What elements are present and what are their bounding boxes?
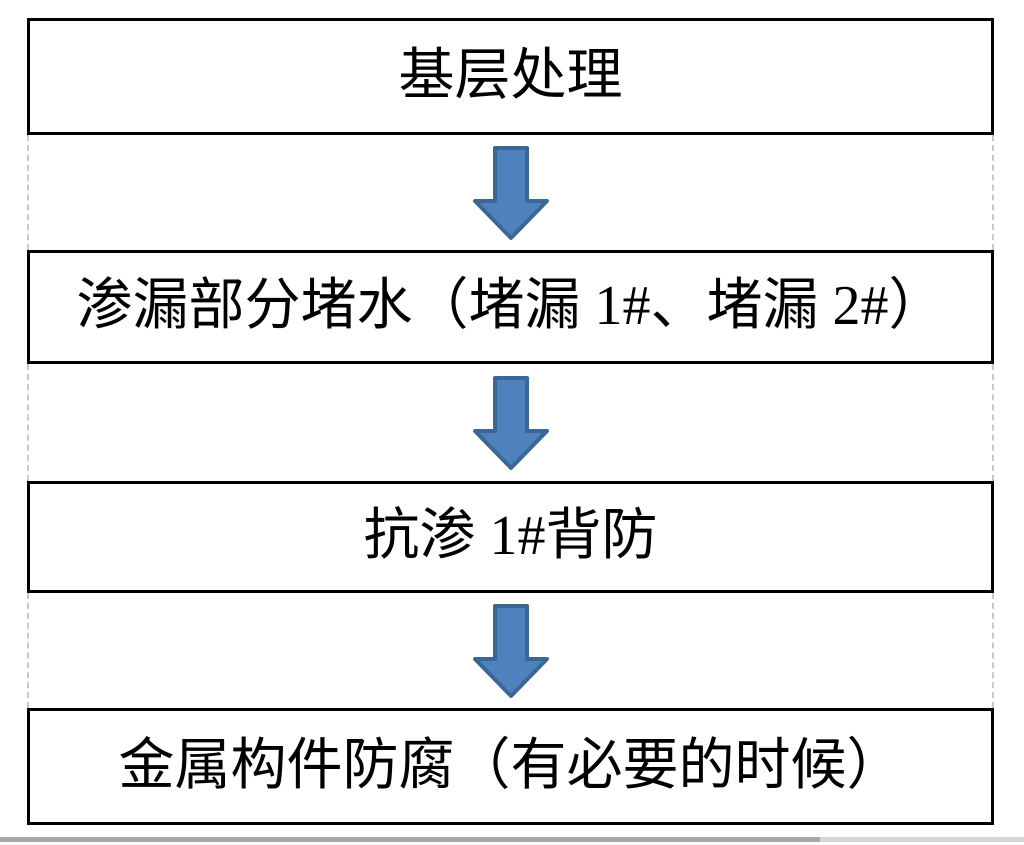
flow-connector-1: [27, 135, 994, 250]
down-arrow-icon: [472, 145, 549, 240]
flow-step-label: 抗渗 1#背防: [363, 505, 658, 568]
down-arrow-shape: [472, 145, 549, 240]
down-arrow-icon: [472, 603, 549, 698]
flow-connector-3: [27, 593, 994, 708]
flowchart: 基层处理 渗漏部分堵水（堵漏 1#、堵漏 2#） 抗渗 1#背防 金属构件防腐（…: [27, 18, 994, 825]
flow-step-base-treatment: 基层处理: [27, 18, 994, 135]
flow-step-label: 金属构件防腐（有必要的时候）: [118, 734, 903, 797]
flow-step-label: 基层处理: [398, 44, 623, 107]
flow-step-metal-anticorrosion: 金属构件防腐（有必要的时候）: [27, 708, 994, 825]
down-arrow-shape: [472, 603, 549, 698]
flow-step-leak-plugging: 渗漏部分堵水（堵漏 1#、堵漏 2#）: [27, 250, 994, 364]
horizontal-scrollbar-track[interactable]: [0, 837, 1024, 842]
flow-connector-2: [27, 364, 994, 481]
horizontal-scrollbar-thumb[interactable]: [0, 837, 820, 842]
flow-step-anti-seepage: 抗渗 1#背防: [27, 481, 994, 593]
down-arrow-icon: [472, 375, 549, 470]
down-arrow-shape: [472, 375, 549, 470]
flow-step-label: 渗漏部分堵水（堵漏 1#、堵漏 2#）: [76, 275, 945, 338]
